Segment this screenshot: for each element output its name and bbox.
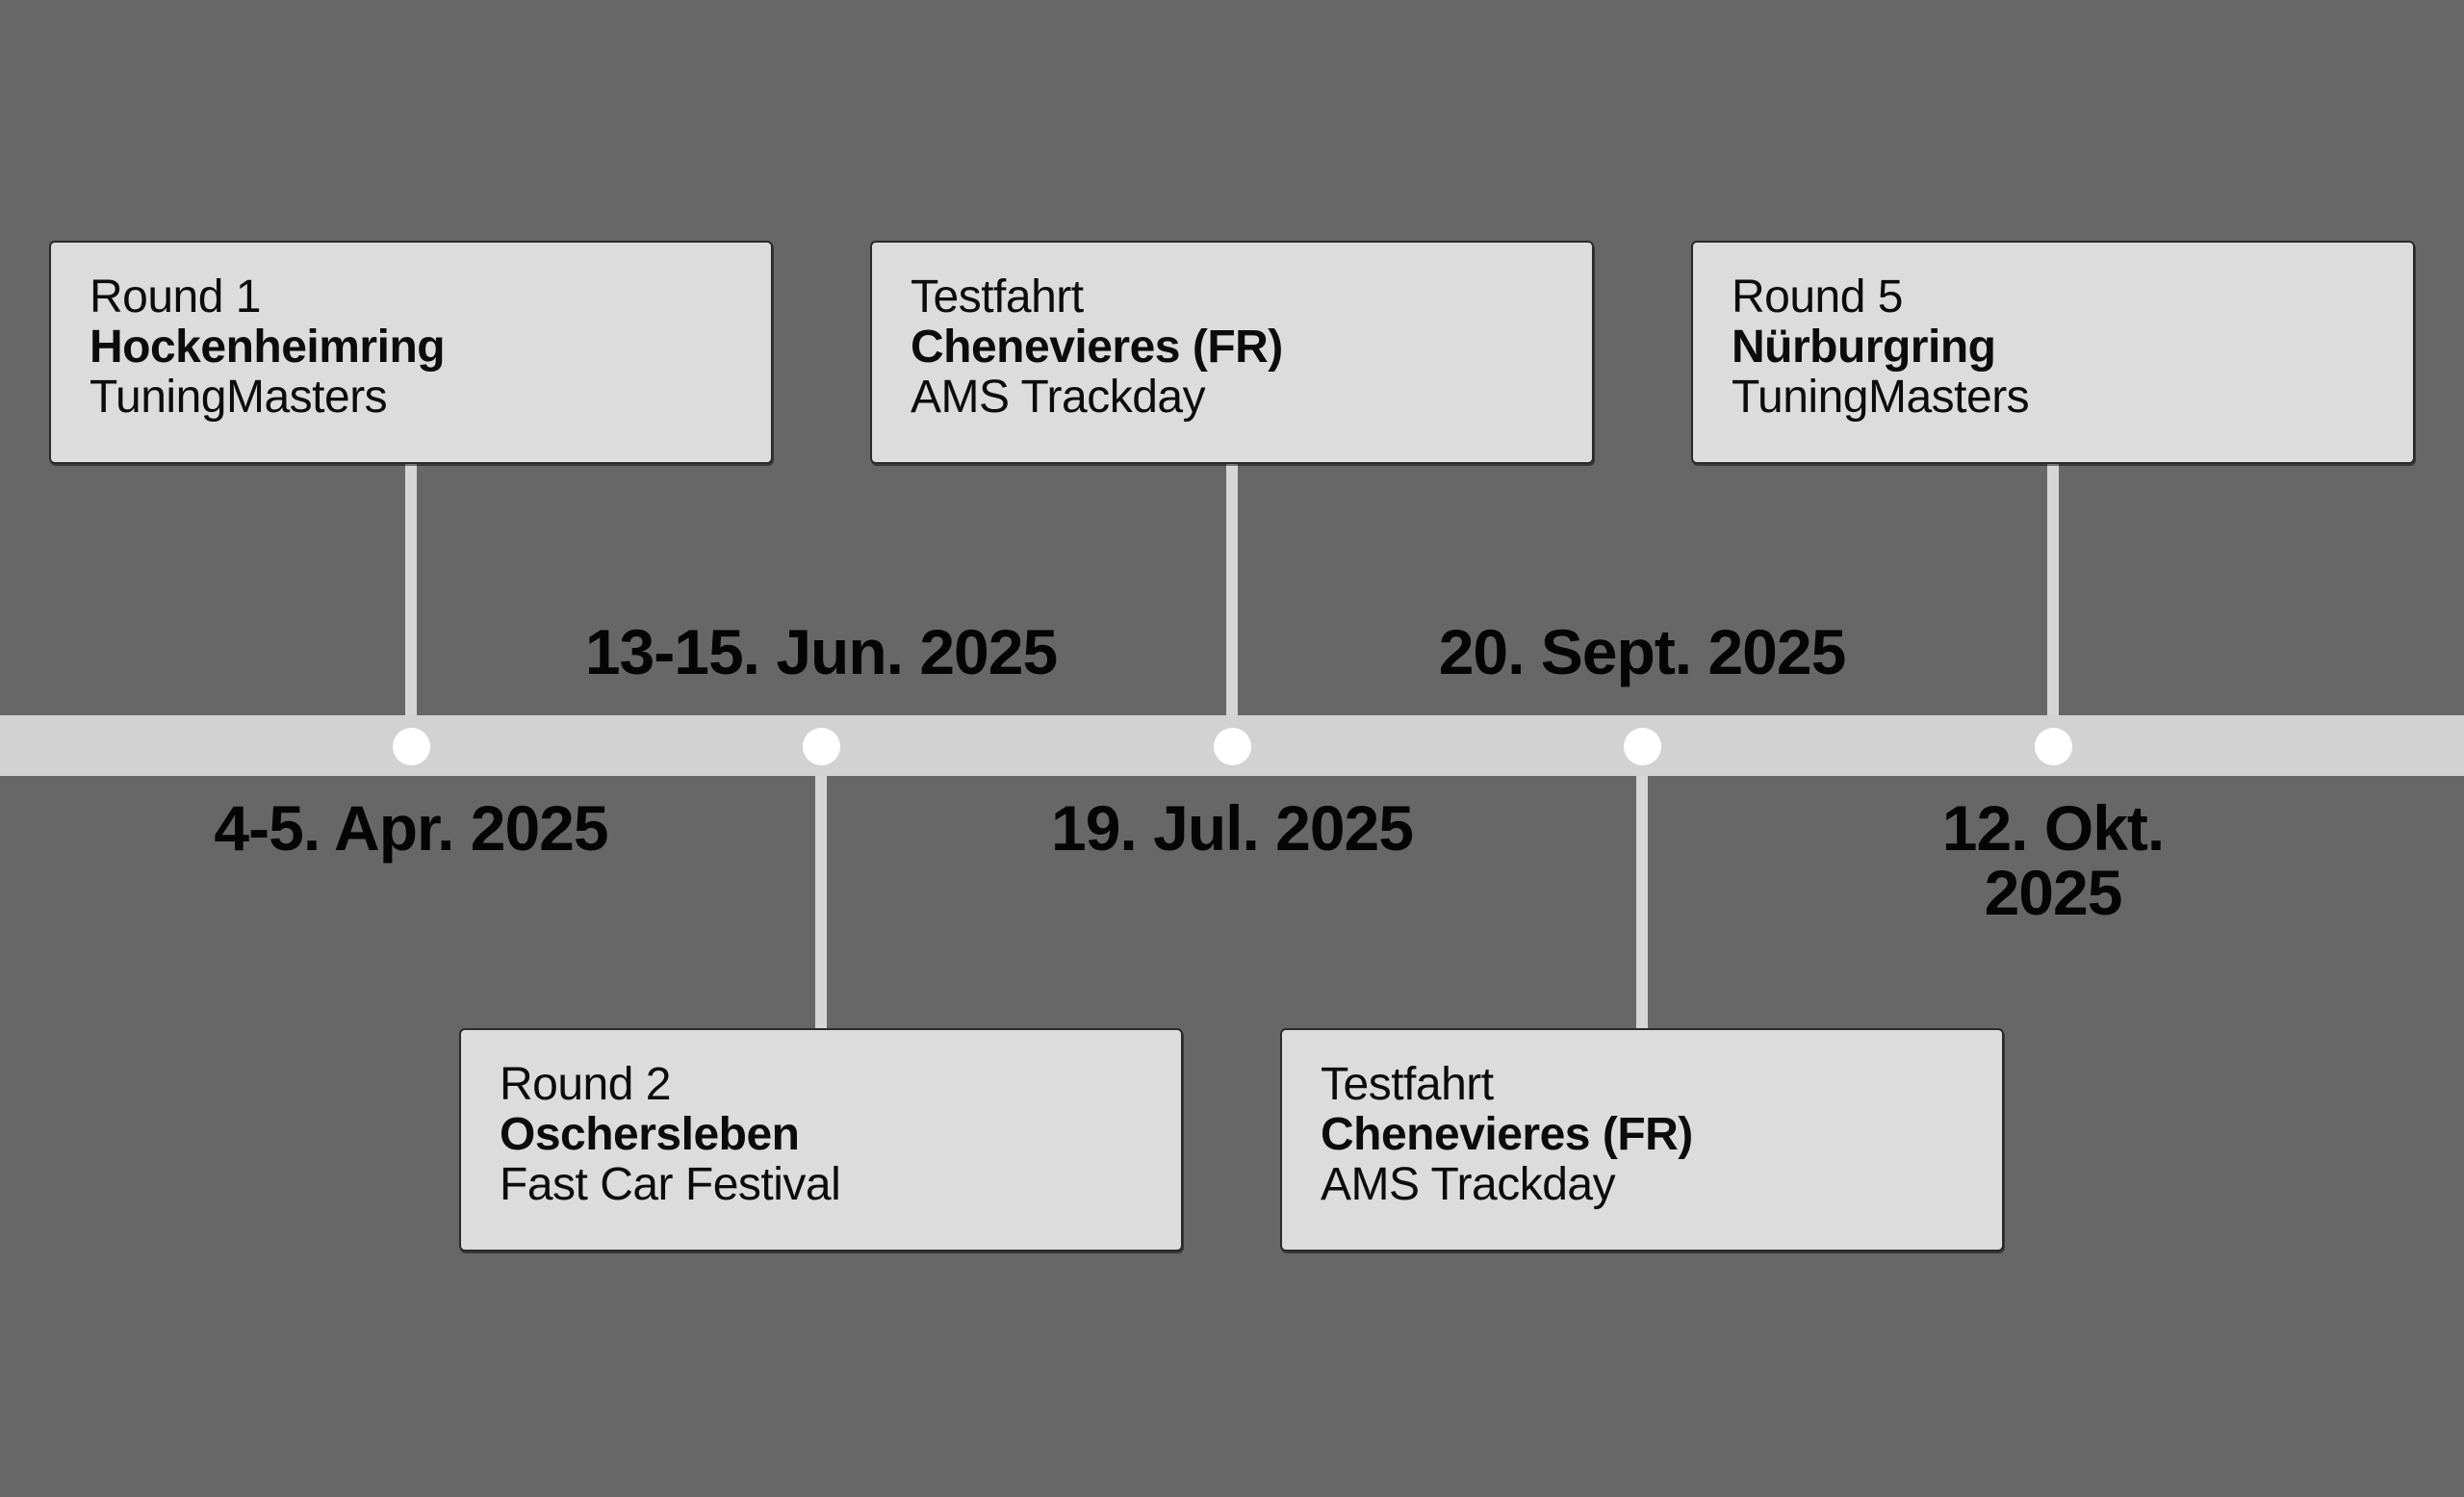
- event-venue: Chenevieres (FR): [1321, 1109, 1693, 1160]
- event-label: Testfahrt: [911, 271, 1084, 323]
- event-venue: Nürburgring: [1732, 322, 1996, 373]
- event-series: TuningMasters: [90, 372, 388, 423]
- timeline-node-2: [803, 728, 840, 765]
- event-card-4: Testfahrt Chenevieres (FR) AMS Trackday: [1280, 1028, 2004, 1252]
- event-label: Round 1: [90, 271, 261, 323]
- event-card-2: Round 2 Oschersleben Fast Car Festival: [459, 1028, 1183, 1252]
- connector-line-5: [2047, 464, 2059, 716]
- event-card-5: Round 5 Nürburgring TuningMasters: [1691, 241, 2415, 464]
- event-series: TuningMasters: [1732, 372, 2030, 423]
- event-venue: Hockenheimring: [90, 322, 446, 373]
- event-card-3: Testfahrt Chenevieres (FR) AMS Trackday: [870, 241, 1594, 464]
- event-series: AMS Trackday: [911, 372, 1206, 423]
- timeline-node-5: [2035, 728, 2072, 765]
- date-label-2: 13-15. Jun. 2025: [584, 616, 1058, 687]
- event-series: AMS Trackday: [1321, 1159, 1616, 1210]
- connector-line-1: [405, 464, 417, 716]
- connector-line-3: [1226, 464, 1238, 716]
- date-label-3: 19. Jul. 2025: [1051, 792, 1414, 864]
- date-label-4: 20. Sept. 2025: [1438, 616, 1847, 687]
- event-venue: Oschersleben: [500, 1109, 800, 1160]
- connector-line-2: [815, 775, 827, 1029]
- event-label: Round 2: [500, 1059, 671, 1110]
- connector-line-4: [1636, 775, 1648, 1029]
- date-label-5: 12. Okt. 2025: [1941, 792, 2165, 928]
- timeline-node-4: [1624, 728, 1661, 765]
- timeline-node-3: [1214, 728, 1251, 765]
- timeline-node-1: [393, 728, 430, 765]
- event-series: Fast Car Festival: [500, 1159, 841, 1210]
- event-card-1: Round 1 Hockenheimring TuningMasters: [49, 241, 773, 464]
- date-label-1: 4-5. Apr. 2025: [214, 792, 608, 864]
- event-venue: Chenevieres (FR): [911, 322, 1283, 373]
- event-label: Round 5: [1732, 271, 1903, 323]
- event-label: Testfahrt: [1321, 1059, 1494, 1110]
